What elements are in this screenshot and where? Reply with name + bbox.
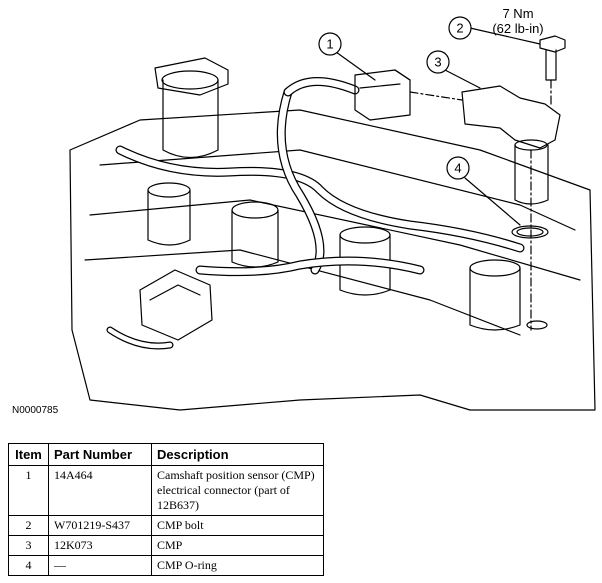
row-description: Camshaft position sensor (CMP) electrica… <box>151 465 324 516</box>
header-description: Description <box>151 443 324 466</box>
cmp-sensor <box>461 85 561 205</box>
row-description: CMP <box>151 535 324 556</box>
cmp-o-ring <box>511 225 549 239</box>
main-connector <box>139 269 213 341</box>
callout-3-label: 3 <box>434 55 441 70</box>
cmp-bolt <box>539 35 566 81</box>
callout-4 <box>446 156 470 180</box>
engine-block-outline <box>69 109 596 411</box>
row-item: 1 <box>8 465 49 516</box>
leader-3 <box>444 69 481 89</box>
callout-1-label: 1 <box>326 37 333 52</box>
row-description: CMP O-ring <box>151 555 324 576</box>
parts-table: Item Part Number Description 1 14A464 Ca… <box>8 443 324 576</box>
row-item: 3 <box>8 535 49 556</box>
row-description: CMP bolt <box>151 515 324 536</box>
torque-spec: 7 Nm (62 lb-in) <box>468 6 568 36</box>
cmp-electrical-connector <box>354 69 411 121</box>
callout-4-label: 4 <box>454 161 461 176</box>
assembly-line <box>409 91 463 101</box>
canister-body <box>162 79 219 159</box>
callout-2-label: 2 <box>456 21 463 36</box>
leader-4 <box>464 177 521 226</box>
table-row: 2 W701219-S437 CMP bolt <box>8 515 324 536</box>
header-part-number: Part Number <box>48 443 152 466</box>
header-item: Item <box>8 443 49 466</box>
row-part-number: W701219-S437 <box>48 515 152 536</box>
row-part-number: — <box>48 555 152 576</box>
row-part-number: 12K073 <box>48 535 152 556</box>
callout-2 <box>448 16 472 40</box>
table-row: 4 — CMP O-ring <box>8 555 324 576</box>
callout-1 <box>318 32 342 56</box>
table-header-row: Item Part Number Description <box>8 443 324 466</box>
torque-nm: 7 Nm <box>502 6 534 21</box>
callout-3 <box>426 50 450 74</box>
figure-id: N0000785 <box>12 405 59 416</box>
coil-group <box>147 182 521 331</box>
leader-1 <box>335 51 376 81</box>
torque-lbin: (62 lb-in) <box>492 21 544 36</box>
leader-2 <box>469 27 541 45</box>
row-item: 4 <box>8 555 49 576</box>
engine-illustration: 1 2 3 4 <box>69 16 596 411</box>
table-row: 1 14A464 Camshaft position sensor (CMP) … <box>8 465 324 516</box>
head-rail <box>99 149 576 231</box>
row-item: 2 <box>8 515 49 536</box>
row-part-number: 14A464 <box>48 465 152 516</box>
table-row: 3 12K073 CMP <box>8 535 324 556</box>
